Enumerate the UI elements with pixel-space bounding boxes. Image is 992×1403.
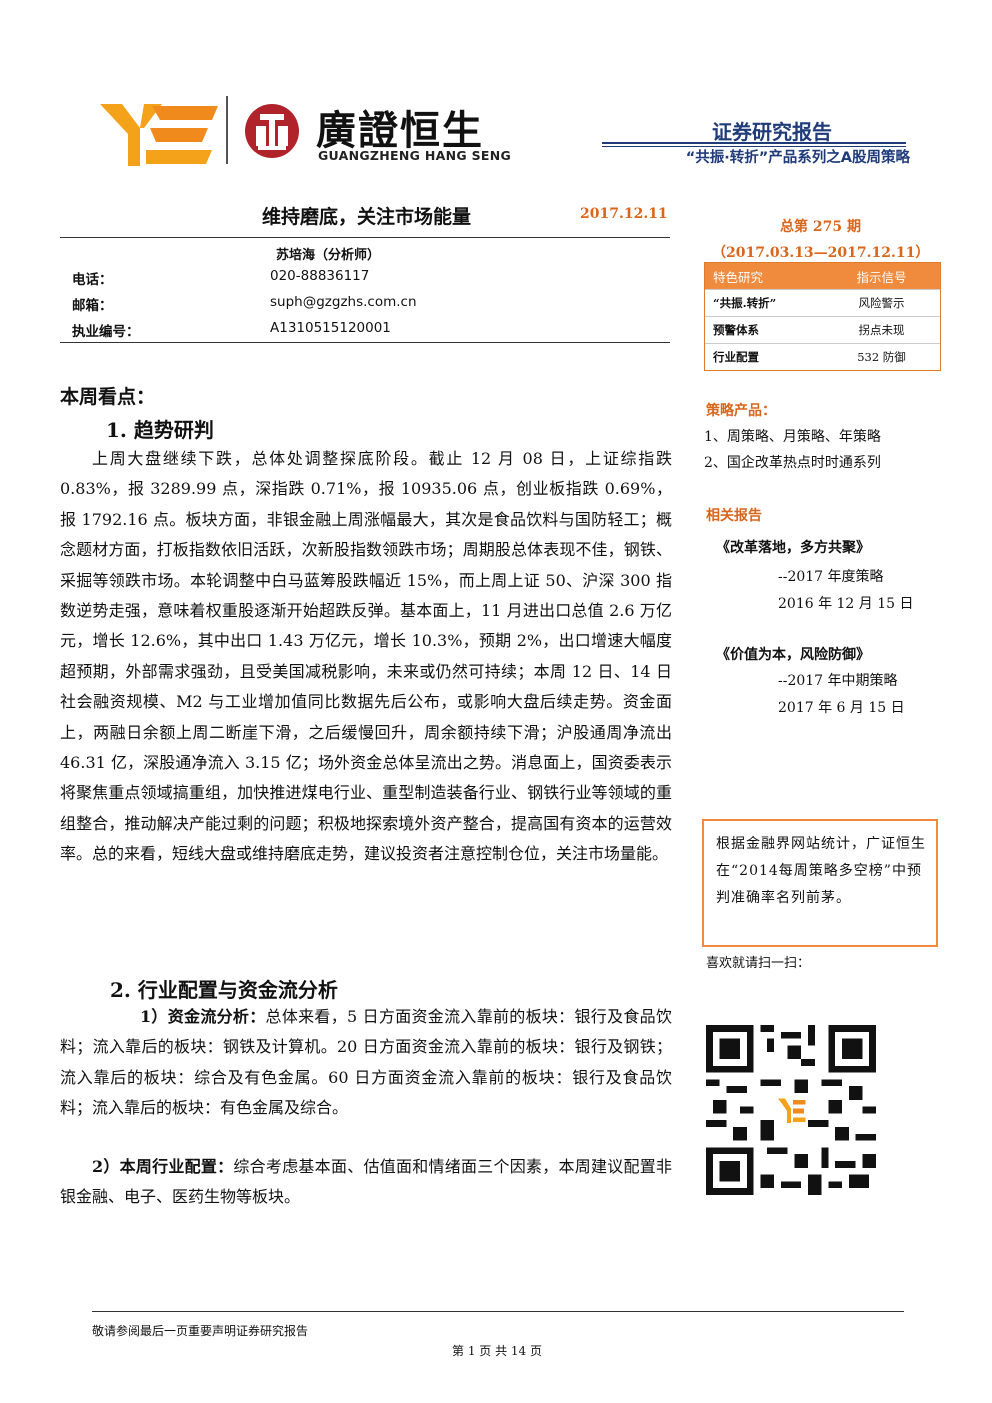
- phone-value: 020-88836117: [270, 268, 370, 284]
- signal-cell-research: 行业配置: [713, 350, 759, 364]
- allocation-label: 2）本周行业配置：: [92, 1157, 234, 1176]
- related-report-sub: --2017 年中期策略: [778, 673, 898, 689]
- guangzheng-logo-icon: [100, 104, 218, 166]
- qr-code-icon[interactable]: [706, 1024, 876, 1196]
- signal-header-signal: 指示信号: [856, 269, 907, 285]
- phone-label: 电话：: [72, 272, 113, 288]
- allocation-paragraph: 2）本周行业配置：综合考虑基本面、估值面和情绪面三个因素，本周建议配置非银金融、…: [60, 1152, 672, 1213]
- related-heading: 相关报告: [706, 508, 762, 524]
- allocation-text: 综合考虑基本面、估值面和情绪面三个因素，本周建议配置非银金融、电子、医药生物等板…: [60, 1157, 672, 1207]
- footer-disclaimer: 敬请参阅最后一页重要声明证券研究报告: [92, 1324, 309, 1338]
- email-value[interactable]: suph@gzgzhs.com.cn: [270, 294, 417, 310]
- header-rule: [602, 142, 906, 144]
- section2-title: 2. 行业配置与资金流分析: [110, 978, 338, 1002]
- report-type: 证券研究报告: [712, 120, 832, 144]
- signal-table-header: 特色研究 指示信号: [705, 263, 940, 289]
- signal-cell-value: 风险警示: [858, 296, 905, 310]
- table-row: 预警体系 拐点未现: [705, 316, 940, 343]
- brand-name-cn: 廣證恒生: [316, 108, 484, 154]
- section1-paragraph: 上周大盘继续下跌，总体处调整探底阶段。截止 12 月 08 日，上证综指跌 0.…: [60, 449, 672, 864]
- signal-cell-research: “共振.转折”: [713, 296, 777, 310]
- products-heading: 策略产品：: [706, 403, 776, 419]
- analyst-name: 苏培海（分析师）: [276, 248, 381, 263]
- license-value: A1310515120001: [270, 320, 391, 336]
- report-title: 维持磨底，关注市场能量: [262, 206, 472, 228]
- related-report-sub: --2017 年度策略: [778, 569, 884, 585]
- logo-divider: [226, 96, 228, 164]
- section1-title: 1. 趋势研判: [106, 418, 214, 442]
- signal-cell-value: 拐点未现: [858, 323, 905, 337]
- report-date: 2017.12.11: [580, 206, 668, 222]
- license-label: 执业编号：: [72, 324, 140, 340]
- related-report-date: 2016 年 12 月 15 日: [778, 596, 914, 612]
- related-report-title[interactable]: 《价值为本，风险防御》: [716, 647, 870, 663]
- product-item: 2、国企改革热点时时通系列: [704, 455, 881, 471]
- issue-period: （2017.03.13—2017.12.11）: [712, 245, 930, 261]
- page-number: 第 1 页 共 14 页: [452, 1344, 542, 1358]
- signal-cell-value: 532 防御: [857, 350, 906, 364]
- contact-rule-bottom: [60, 342, 670, 343]
- signal-table: 特色研究 指示信号 “共振.转折” 风险警示 预警体系 拐点未现 行业配置 53…: [704, 262, 941, 371]
- product-item: 1、周策略、月策略、年策略: [704, 429, 881, 445]
- scan-prompt: 喜欢就请扫一扫：: [706, 956, 811, 971]
- fund-flow-label: 1）资金流分析：: [140, 1007, 266, 1026]
- signal-header-research: 特色研究: [713, 269, 764, 285]
- table-row: 行业配置 532 防御: [705, 343, 940, 370]
- ranking-note: 根据金融界网站统计，广证恒生在“2014每周策略多空榜”中预判准确率名列前茅。: [702, 819, 938, 947]
- brand-name-en: GUANGZHENG HANG SENG: [318, 148, 512, 163]
- footer-rule: [92, 1311, 904, 1312]
- section-heading: 本周看点：: [60, 386, 156, 408]
- fund-flow-paragraph: 1）资金流分析：总体来看，5 日方面资金流入靠前的板块：银行及食品饮料；流入靠后…: [60, 1002, 672, 1124]
- related-report-date: 2017 年 6 月 15 日: [778, 700, 905, 716]
- email-label: 邮箱：: [72, 298, 113, 314]
- hang-seng-seal-icon: [245, 104, 299, 158]
- related-report-title[interactable]: 《改革落地，多方共聚》: [716, 540, 870, 556]
- table-row: “共振.转折” 风险警示: [705, 289, 940, 316]
- issue-number: 总第 275 期: [780, 219, 861, 235]
- signal-cell-research: 预警体系: [713, 323, 759, 337]
- header-rule-thin: [602, 146, 906, 147]
- fund-flow-text: 总体来看，5 日方面资金流入靠前的板块：银行及食品饮料；流入靠后的板块：钢铁及计…: [60, 1007, 672, 1118]
- contact-rule-top: [60, 237, 670, 238]
- product-series: “共振·转折”产品系列之A股周策略: [685, 150, 910, 166]
